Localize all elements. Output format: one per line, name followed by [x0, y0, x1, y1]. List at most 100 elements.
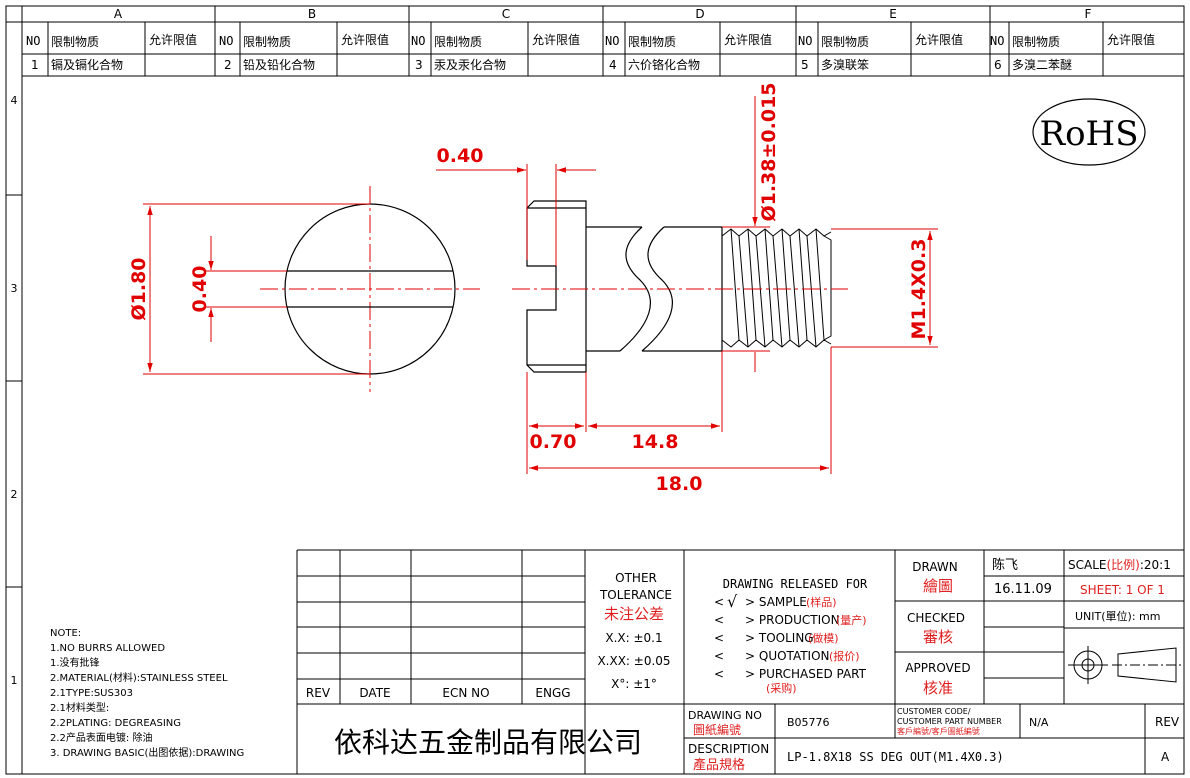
zone-col-d: D: [695, 7, 704, 21]
zone-col-e: E: [889, 7, 897, 21]
svg-text:> SAMPLE: > SAMPLE: [745, 595, 807, 609]
note-line-7: 2.2产品表面电镀: 除油: [50, 731, 152, 744]
scale-label: SCALE(比例):20:1: [1068, 558, 1171, 572]
dimension-labels: Ø1.80 0.40 0.40 Ø1.38±0.015 M1.4X0.3 0.7…: [128, 82, 930, 495]
engg-header: ENGG: [535, 686, 570, 700]
entry-no-4: 4: [609, 58, 617, 72]
title-block: [296, 549, 1184, 774]
company-name: 依科达五金制品有限公司: [334, 726, 642, 759]
header-substance-2: 限制物质: [243, 35, 291, 49]
customer-code-label-cn: 客戶編號/客戶圖紙編號: [897, 726, 980, 736]
zone-row-2: 2: [11, 488, 18, 501]
entry-substance-3: 汞及汞化合物: [434, 57, 506, 72]
svg-text:<: <: [714, 667, 724, 681]
dim-head-diameter: Ø1.80: [128, 257, 150, 320]
drawing-no-label-cn: 圖紙編號: [693, 722, 741, 737]
dim-overall-length: 18.0: [656, 473, 703, 495]
header-no-5: NO: [798, 34, 812, 48]
rev-value: A: [1161, 750, 1170, 764]
header-no-6: NO: [990, 34, 1004, 48]
header-limit-4: 允许限值: [724, 32, 772, 47]
entry-no-6: 6: [994, 58, 1002, 72]
revision-headers: REV DATE ECN NO ENGG: [306, 686, 571, 700]
svg-text:> TOOLING: > TOOLING: [745, 631, 814, 645]
note-line-1: 1.NO BURRS ALLOWED: [50, 643, 165, 654]
dim-head-height: 0.70: [530, 431, 577, 453]
svg-text:<: <: [714, 631, 724, 645]
header-substance-3: 限制物质: [434, 35, 482, 49]
rohs-text: RoHS: [1039, 114, 1138, 154]
check-mark-icon: √: [727, 592, 738, 611]
zone-numbers: 4 3 2 1: [11, 94, 18, 687]
checked-label: CHECKED: [907, 611, 965, 625]
tolerance-title-1: OTHER: [615, 571, 657, 585]
drawn-label-cn: 繪圖: [923, 577, 953, 595]
drawing-no-label: DRAWING NO: [688, 709, 762, 722]
svg-text:(量产): (量产): [836, 613, 867, 627]
zone-row-3: 3: [11, 282, 18, 295]
rev-label: REV: [1155, 715, 1180, 729]
release-item-production[interactable]: < > PRODUCTION (量产): [714, 613, 867, 627]
projection-symbol-icon: [1068, 646, 1182, 684]
header-no-3: NO: [411, 34, 425, 48]
tolerance-line-1: X.X: ±0.1: [605, 631, 662, 645]
dim-thread: M1.4X0.3: [908, 239, 930, 340]
header-no-2: NO: [219, 34, 233, 48]
release-item-tooling[interactable]: < > TOOLING (做模): [714, 631, 839, 645]
unit-label: UNIT(單位): mm: [1075, 609, 1160, 623]
svg-text:(样品): (样品): [806, 595, 837, 609]
entry-no-2: 2: [224, 58, 232, 72]
dim-body-length: 14.8: [632, 431, 679, 453]
note-line-4: 2.1TYPE:SUS303: [50, 688, 133, 699]
entry-substance-2: 铅及铅化合物: [243, 57, 315, 72]
tolerance-line-3: X°: ±1°: [611, 677, 657, 691]
restriction-table: NO 限制物质 允许限值 NO 限制物质 允许限值 NO 限制物质 允许限值 N…: [22, 22, 1184, 77]
header-substance-4: 限制物质: [628, 35, 676, 49]
release-item-quotation[interactable]: < > QUOTATION (报价): [714, 649, 860, 663]
zone-letters: A B C D E F: [114, 7, 1092, 21]
header-substance-6: 限制物质: [1012, 35, 1060, 49]
entry-substance-6: 多溴二苯醚: [1012, 58, 1072, 72]
ecn-header: ECN NO: [442, 686, 489, 700]
header-limit-3: 允许限值: [532, 32, 580, 47]
drawn-label: DRAWN: [912, 560, 958, 574]
side-view: [512, 200, 848, 373]
header-substance-5: 限制物质: [821, 35, 869, 49]
dim-pin-diameter: Ø1.38±0.015: [758, 82, 780, 221]
zone-row-4: 4: [11, 94, 18, 107]
approved-label-cn: 核准: [923, 679, 953, 697]
notes-title: NOTE:: [50, 628, 81, 639]
zone-col-a: A: [114, 7, 123, 21]
release-item-sample[interactable]: < √ > SAMPLE (样品): [714, 592, 837, 611]
header-no-1: NO: [26, 34, 40, 48]
scale-sheet: SCALE(比例):20:1 SHEET: 1 OF 1 UNIT(單位): m…: [1068, 558, 1171, 623]
description-label: DESCRIPTION: [688, 742, 769, 756]
note-line-2: 1.没有批锋: [50, 656, 100, 669]
entry-substance-5: 多溴联笨: [821, 57, 869, 72]
header-limit-5: 允许限值: [915, 32, 963, 47]
drawn-by: 陈飞: [992, 557, 1018, 573]
entry-no-5: 5: [801, 58, 809, 72]
header-limit-1: 允许限值: [149, 32, 197, 47]
entry-substance-4: 六价铬化合物: [628, 57, 700, 72]
end-view: [260, 186, 480, 392]
zone-col-f: F: [1085, 7, 1092, 21]
approvals: DRAWN 繪圖 陈飞 16.11.09 CHECKED 審核 APPROVED…: [905, 557, 1052, 697]
rohs-mark: RoHS: [1032, 98, 1146, 166]
header-substance-1: 限制物质: [51, 35, 99, 49]
svg-text:(采购): (采购): [766, 681, 797, 695]
release-title: DRAWING RELEASED FOR: [723, 577, 868, 591]
header-no-4: NO: [605, 34, 619, 48]
zone-col-c: C: [502, 7, 510, 21]
release-item-purchased-part[interactable]: < > PURCHASED PART (采购): [714, 667, 867, 695]
checked-label-cn: 審核: [923, 628, 953, 646]
note-line-8: 3. DRAWING BASIC(出图依据):DRAWING: [50, 746, 244, 759]
entry-no-3: 3: [415, 58, 423, 72]
svg-text:> PRODUCTION: > PRODUCTION: [745, 613, 840, 627]
entry-substance-1: 镉及镉化合物: [51, 57, 123, 72]
header-limit-6: 允许限值: [1107, 32, 1155, 47]
tolerance-title-cn: 未注公差: [604, 605, 664, 623]
note-line-3: 2.MATERIAL(材料):STAINLESS STEEL: [50, 671, 228, 684]
header-limit-2: 允许限值: [341, 32, 389, 47]
